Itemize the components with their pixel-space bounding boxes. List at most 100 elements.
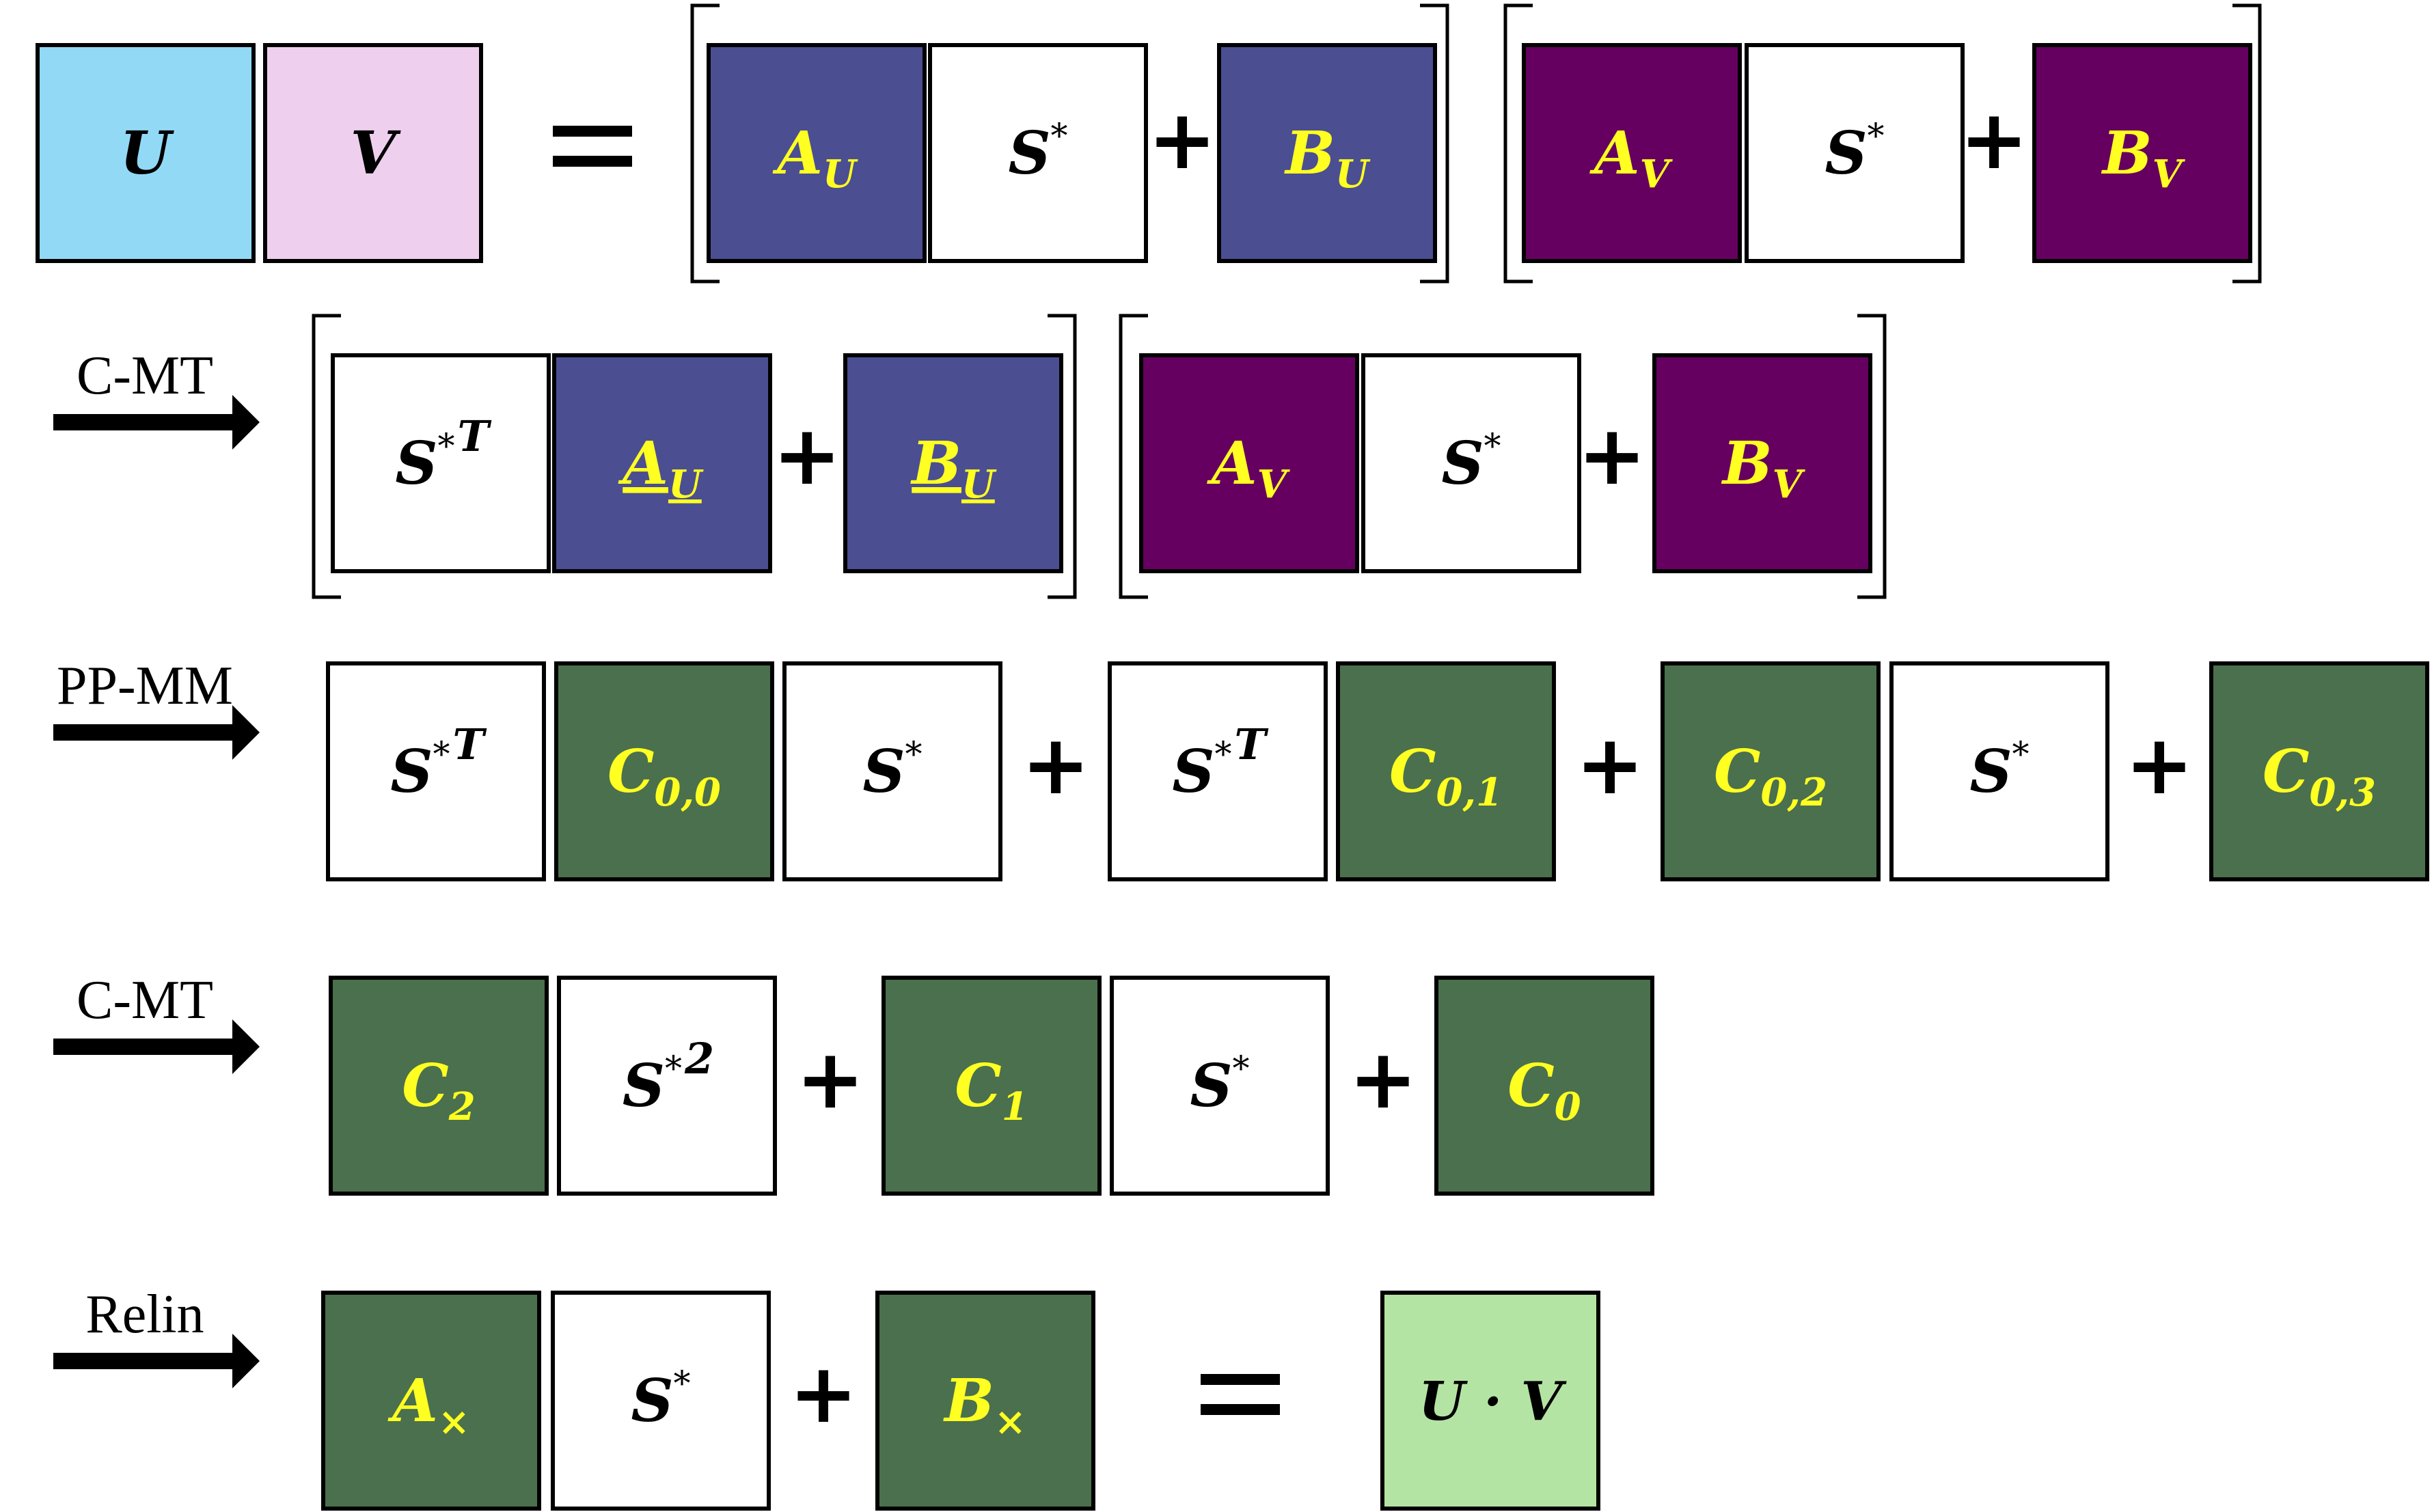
label-subscript: V — [1640, 152, 1673, 197]
label-subscript: 0,0 — [655, 770, 721, 815]
label-base: C — [402, 1051, 448, 1121]
pp-c00-box: C0,0 — [554, 661, 774, 881]
label-base: S — [862, 737, 905, 806]
tr-u-s-box: S*T — [331, 353, 551, 573]
label-base: U — [120, 119, 175, 188]
operators-layer: ++++++++++ — [553, 93, 2194, 1442]
tr-v-a-box-rect — [1139, 353, 1359, 573]
box-label-text: S* — [862, 734, 922, 806]
q-s-sq-box: S*2 — [557, 976, 777, 1196]
bracket-transformed-u — [312, 314, 1077, 599]
box-label: C1 — [955, 1051, 1028, 1129]
label-subscript: V — [1773, 462, 1806, 507]
ct-v-b-box: BV — [2032, 43, 2252, 263]
plus-operator: + — [1960, 93, 2029, 188]
label-superscript: * — [433, 734, 450, 774]
label-superscript: * — [1051, 116, 1068, 156]
box-label: S* — [1441, 426, 1501, 498]
box-label-text: S* — [1441, 426, 1501, 498]
pp-s-2-box: S* — [1889, 661, 2109, 881]
u-input-box: U — [36, 43, 256, 263]
q-c1-box: C1 — [882, 976, 1102, 1196]
tr-v-s-box: S* — [1361, 353, 1581, 573]
label-base: S — [1008, 119, 1050, 188]
box-label-text: S*T — [395, 411, 491, 498]
bracket-ciphertext-u-right — [1420, 3, 1449, 284]
bracket-transformed-v-right — [1857, 314, 1887, 599]
label-superscript: * — [1233, 1049, 1250, 1088]
label-superscript-outer: T — [452, 719, 487, 769]
tr-u-b-box: BU — [843, 353, 1063, 573]
v-input-box: V — [263, 43, 483, 263]
plus-operator: + — [796, 1032, 865, 1127]
label-superscript-outer: T — [1234, 719, 1268, 769]
cmt-step-1-label: C-MT — [77, 346, 213, 406]
tr-u-b-box-rect — [843, 353, 1063, 573]
label-subscript: × — [994, 1399, 1026, 1444]
box-label-text: C0,1 — [1389, 737, 1503, 815]
plus-operator: + — [2125, 718, 2194, 813]
q-c2-box-rect — [329, 976, 549, 1196]
plus-operator: + — [789, 1347, 858, 1442]
box-label: S* — [862, 734, 922, 806]
box-label-text: AV — [1589, 119, 1673, 197]
box-label: S* — [1825, 116, 1884, 188]
arrow-head — [232, 705, 260, 760]
label-base: S — [390, 737, 433, 806]
box-label-text: BV — [1721, 429, 1806, 507]
box-label: C0 — [1507, 1051, 1581, 1129]
box-label: C0,2 — [1714, 737, 1827, 815]
bracket-transformed-u-right — [1048, 314, 1077, 599]
label-base: C — [955, 1051, 1001, 1121]
ct-u-s-box: S* — [928, 43, 1148, 263]
ct-v-s-box-rect — [1745, 43, 1965, 263]
pp-c02-box-rect — [1661, 661, 1881, 881]
equals-bar-bottom — [1201, 1404, 1280, 1415]
label-base: V — [351, 119, 402, 188]
label-base: C — [2263, 737, 2309, 806]
box-label: C2 — [402, 1051, 475, 1129]
box-label-text: AU — [772, 119, 858, 197]
pp-c02-box: C0,2 — [1661, 661, 1881, 881]
box-label: S*T — [390, 719, 487, 806]
result-box-rect — [1380, 1291, 1600, 1511]
bracket-ciphertext-v — [1503, 3, 2262, 284]
q-s-box-rect — [1110, 976, 1330, 1196]
cmt-step-1-arrow: C-MT — [53, 346, 260, 450]
label-subscript: 2 — [448, 1084, 476, 1129]
pp-c03-box: C0,3 — [2209, 661, 2429, 881]
arrow-shaft — [53, 414, 236, 430]
ct-u-a-box-rect — [707, 43, 927, 263]
ct-v-a-box: AV — [1522, 43, 1742, 263]
q-s-sq-box-rect — [557, 976, 777, 1196]
label-base: A — [387, 1366, 438, 1435]
label-base: S — [1441, 429, 1484, 498]
ct-u-b-box: BU — [1217, 43, 1437, 263]
label-base: B — [2101, 119, 2153, 188]
box-label-text: C1 — [955, 1051, 1028, 1129]
label-subscript: 0 — [1555, 1084, 1581, 1129]
box-label: BU — [1283, 119, 1371, 197]
box-label: C0,3 — [2263, 737, 2376, 815]
box-label-text: BV — [2101, 119, 2186, 197]
tr-v-a-box: AV — [1139, 353, 1359, 573]
box-label: AU — [618, 429, 704, 507]
tr-u-s-box-rect — [331, 353, 551, 573]
pp-s-t-2-box-rect — [1108, 661, 1328, 881]
box-label-text: AU — [618, 429, 704, 507]
r-s-box-rect — [551, 1291, 771, 1511]
box-label-text: C0,3 — [2263, 737, 2376, 815]
box-label: AV — [1589, 119, 1673, 197]
label-superscript: * — [1868, 116, 1885, 156]
plus-operator: + — [1022, 718, 1091, 813]
box-label: B× — [942, 1366, 1026, 1444]
v-input-box-rect — [263, 43, 483, 263]
equals-bar-top — [1201, 1374, 1280, 1385]
r-b-box: B× — [875, 1291, 1095, 1511]
bracket-ciphertext-u-left — [690, 3, 720, 284]
label-superscript-outer: 2 — [684, 1034, 714, 1084]
q-c2-box: C2 — [329, 976, 549, 1196]
box-label-text: C0,0 — [607, 737, 721, 815]
box-label: S* — [631, 1364, 690, 1435]
